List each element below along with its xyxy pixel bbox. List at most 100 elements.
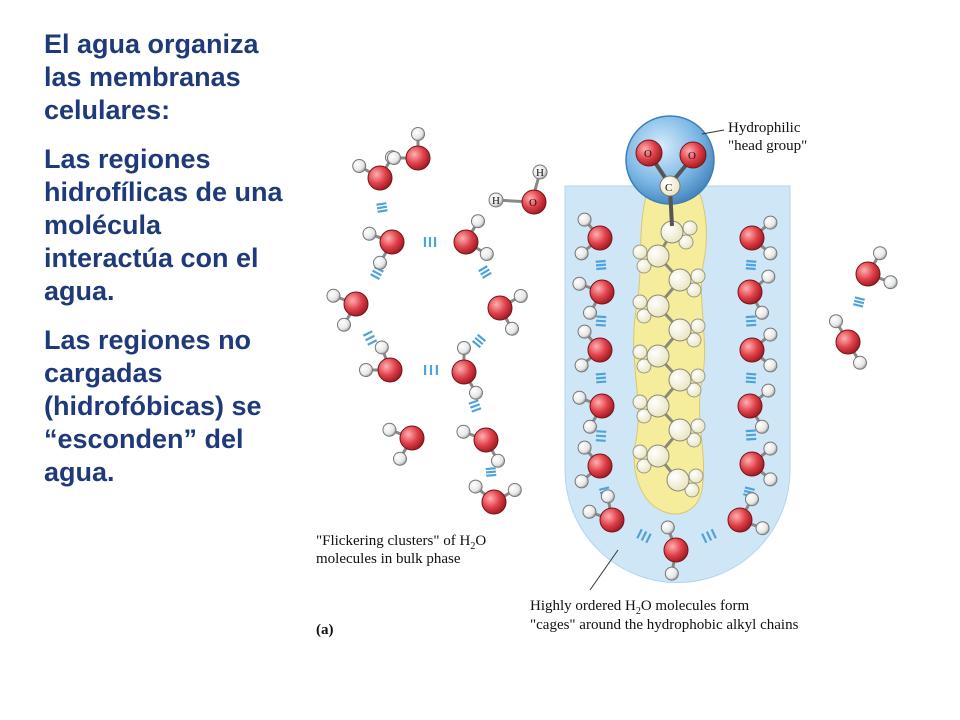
chain-carbon-atom (668, 418, 692, 442)
chain-hydrogen-atom (690, 318, 706, 334)
hbond-dash (595, 323, 606, 327)
hydrogen-atom (513, 289, 528, 303)
hbond-dash (482, 271, 492, 279)
heading: El agua organiza las membranas celulares… (44, 29, 259, 125)
hydrogen-atom (574, 246, 589, 261)
hydrogen-atom (755, 305, 769, 320)
hydrogen-atom (359, 363, 373, 377)
oxygen-atom (855, 261, 881, 287)
hydrogen-atom (763, 327, 778, 342)
hydrogen-atom (352, 159, 367, 173)
oxygen-label: O (529, 197, 537, 209)
hydrogen-atom (507, 483, 522, 497)
paragraph-hydrophilic: Las regiones hidrofílicas de una molécul… (44, 144, 283, 306)
water-molecule (326, 288, 369, 332)
chain-hydrogen-atom (684, 482, 700, 498)
head-carbon-label: C (665, 182, 672, 194)
hbond-dash (596, 267, 607, 271)
hydrogen-atom (491, 453, 505, 468)
hydrogen-label: H (536, 167, 544, 179)
cages-leader-line (589, 549, 619, 591)
hbond-dash (705, 531, 713, 541)
hbond-dash (746, 323, 757, 327)
hydrogen-atom (471, 214, 485, 229)
chain-hydrogen-atom (686, 382, 702, 398)
hydrogen-bond (701, 528, 717, 544)
hydrogen-atom (761, 383, 776, 398)
chain-hydrogen-atom (682, 220, 698, 236)
oxygen-atom (451, 359, 477, 385)
hydrogen-atom (457, 341, 471, 355)
head-oxygen-atom (679, 141, 707, 169)
slide-text: El agua organiza las membranas celulares… (44, 28, 294, 505)
hydrogen-bond (595, 430, 607, 442)
hydrogen-bond (745, 259, 757, 271)
hbond-dash (595, 434, 607, 438)
oxygen-atom (473, 427, 499, 453)
oxygen-atom (521, 189, 547, 215)
hbond-dash (595, 319, 607, 323)
hbond-dash (636, 528, 643, 539)
oxygen-atom (587, 453, 613, 479)
water-molecule (855, 246, 898, 290)
hydrogen-atom (337, 317, 351, 332)
oxygen-atom (481, 489, 507, 515)
hbond-dash (469, 403, 481, 409)
hydrogen-bond (745, 372, 757, 384)
water-molecules (326, 127, 898, 581)
hbond-dash (485, 470, 497, 474)
hbond-dash (471, 340, 482, 349)
hydrogen-atom (873, 246, 887, 261)
head-group-label-2: "head group" (728, 138, 807, 154)
hbond-dash (471, 407, 482, 413)
water-molecule (739, 327, 778, 373)
hydrogen-atom (326, 288, 341, 303)
hydrogen-atom (574, 358, 589, 373)
hbond-dash (746, 437, 757, 441)
water-molecule (487, 289, 528, 336)
hydrogen-atom (387, 151, 401, 165)
water-molecule (737, 383, 776, 434)
water-molecule (352, 150, 399, 191)
hydrogen-atom (755, 419, 769, 434)
hydrogen-bond (745, 429, 757, 441)
hydrogen-bonds (362, 202, 865, 544)
chain-hydrogen-atom (686, 432, 702, 448)
hbond-dash (377, 209, 388, 213)
hydrogen-atom (505, 321, 519, 336)
cages-label-1: Highly ordered H2O molecules form (530, 598, 749, 617)
water-molecule (359, 340, 403, 383)
hbond-dash (746, 372, 757, 376)
water-molecule (829, 314, 867, 370)
hydrogen-atom (382, 422, 397, 437)
chain-carbon-atom (668, 318, 692, 342)
water-molecule (574, 212, 613, 261)
paragraph-hydrophobic: Las regiones no cargadas (hidrofóbicas) … (44, 325, 262, 487)
head-oxygen-label: O (644, 148, 652, 160)
hydrogen-atom (763, 441, 778, 456)
oxygen-atom (739, 337, 765, 363)
water-molecule (451, 341, 483, 400)
oxygen-atom (663, 537, 689, 563)
oxygen-atom (727, 507, 753, 533)
chain-carbon-atom (646, 294, 670, 318)
hbond-dash (745, 433, 757, 437)
hydrogen-atom (583, 419, 597, 434)
hbond-dash (853, 299, 865, 305)
hbond-dash (595, 372, 606, 376)
hbond-dash (370, 273, 380, 280)
hbond-dash (640, 531, 648, 541)
hydrogen-atom (393, 451, 407, 466)
water-molecule (727, 492, 770, 536)
hydrogen-atom (755, 521, 770, 536)
hydrogen-atom (583, 305, 597, 320)
hydrogen-bond (471, 333, 487, 349)
hydrogen-atom (456, 424, 471, 439)
hydrogen-bond (468, 399, 482, 413)
chain-hydrogen-atom (632, 444, 648, 460)
hydrogen-atom (829, 314, 843, 329)
chain-hydrogen-atom (636, 308, 652, 324)
hydrogen-atom (469, 385, 483, 400)
head-carbon-atom (659, 175, 681, 197)
hydrogen-bond (595, 372, 607, 384)
